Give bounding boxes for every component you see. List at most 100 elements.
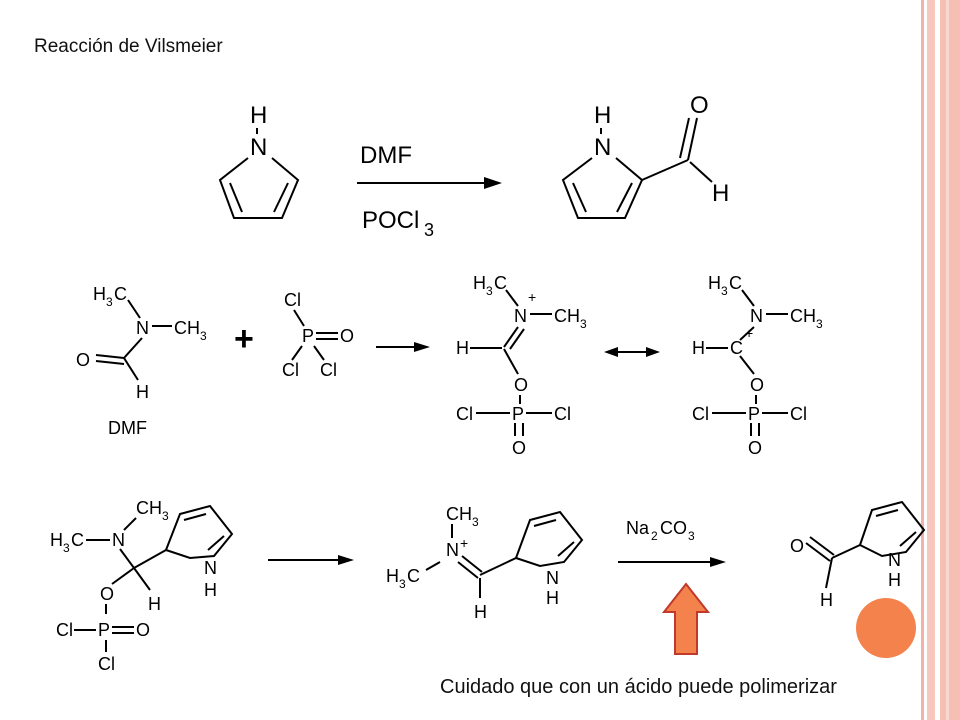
- svg-text:3: 3: [816, 317, 823, 331]
- svg-text:H: H: [803, 306, 816, 326]
- svg-text:3: 3: [106, 295, 113, 309]
- svg-text:O: O: [76, 350, 90, 370]
- side-decoration: [940, 0, 960, 720]
- svg-text:3: 3: [486, 284, 493, 298]
- svg-text:DMF: DMF: [108, 418, 147, 438]
- warning-note: Cuidado que con un ácido puede polimeriz…: [440, 676, 837, 698]
- pyrrole-molecule: H N: [218, 102, 300, 219]
- svg-text:Cl: Cl: [320, 360, 337, 380]
- side-decoration: [946, 0, 949, 720]
- svg-text:H: H: [93, 284, 106, 304]
- reaction-conditions: DMF POCl 3: [357, 142, 502, 240]
- svg-text:3: 3: [424, 220, 434, 240]
- svg-text:N: N: [136, 318, 149, 338]
- svg-text:O: O: [790, 536, 804, 556]
- workup-conditions: Na 2 CO 3: [618, 518, 726, 567]
- svg-text:H: H: [692, 338, 705, 358]
- svg-text:3: 3: [162, 509, 169, 523]
- dmf-molecule: H 3 C N C H 3 O H DMF: [76, 284, 207, 438]
- svg-text:Cl: Cl: [790, 404, 807, 424]
- svg-text:3: 3: [399, 577, 406, 591]
- svg-text:Cl: Cl: [692, 404, 709, 424]
- plus-sign: +: [234, 320, 254, 358]
- svg-text:H: H: [459, 504, 472, 524]
- svg-text:H: H: [204, 580, 217, 600]
- svg-text:O: O: [100, 584, 114, 604]
- svg-text:N: N: [750, 306, 763, 326]
- svg-text:H: H: [708, 273, 721, 293]
- svg-text:C: C: [729, 273, 742, 293]
- svg-text:N: N: [546, 568, 559, 588]
- orange-circle-icon: [856, 598, 916, 658]
- svg-text:C: C: [114, 284, 127, 304]
- reaction-arrow: [268, 555, 354, 565]
- svg-text:H: H: [474, 602, 487, 622]
- svg-text:C: C: [71, 530, 84, 550]
- svg-text:C: C: [446, 504, 459, 524]
- svg-text:POCl: POCl: [362, 207, 419, 234]
- svg-text:H: H: [712, 180, 729, 207]
- svg-text:H: H: [136, 382, 149, 402]
- svg-text:H: H: [250, 102, 267, 129]
- svg-text:C: C: [174, 318, 187, 338]
- svg-text:N: N: [594, 134, 611, 161]
- svg-text:C: C: [730, 338, 743, 358]
- svg-text:O: O: [512, 438, 526, 458]
- svg-text:O: O: [340, 326, 354, 346]
- iminium-intermediate-molecule: H 3 C + N C H 3 H O P Cl Cl O: [456, 273, 587, 458]
- side-decoration: [921, 0, 924, 720]
- svg-text:O: O: [136, 620, 150, 640]
- svg-text:P: P: [512, 404, 524, 424]
- svg-text:H: H: [148, 594, 161, 614]
- svg-text:3: 3: [63, 541, 70, 555]
- svg-text:CO: CO: [660, 518, 687, 538]
- svg-text:N: N: [446, 540, 459, 560]
- svg-text:2: 2: [651, 529, 658, 543]
- resonance-arrow: [604, 347, 660, 357]
- svg-text:Cl: Cl: [456, 404, 473, 424]
- svg-text:N: N: [888, 550, 901, 570]
- svg-text:H: H: [50, 530, 63, 550]
- svg-text:H: H: [567, 306, 580, 326]
- svg-text:H: H: [594, 102, 611, 129]
- pocl3-molecule: Cl P O Cl Cl: [282, 290, 354, 380]
- svg-text:N: N: [204, 558, 217, 578]
- svg-text:3: 3: [721, 284, 728, 298]
- svg-text:H: H: [820, 590, 833, 610]
- svg-text:+: +: [745, 325, 753, 341]
- svg-text:3: 3: [688, 529, 695, 543]
- svg-text:+: +: [460, 535, 468, 551]
- svg-text:N: N: [250, 134, 267, 161]
- svg-text:C: C: [494, 273, 507, 293]
- svg-text:+: +: [528, 289, 536, 305]
- svg-text:DMF: DMF: [360, 142, 412, 169]
- carbocation-resonance-molecule: H 3 C N C H 3 + C H O P Cl Cl O: [692, 273, 823, 458]
- svg-text:O: O: [690, 92, 709, 119]
- slide-title: Reacción de Vilsmeier: [34, 36, 223, 57]
- svg-text:C: C: [136, 498, 149, 518]
- svg-text:C: C: [554, 306, 567, 326]
- svg-text:H: H: [546, 588, 559, 608]
- svg-text:H: H: [149, 498, 162, 518]
- svg-text:H: H: [187, 318, 200, 338]
- svg-text:N: N: [514, 306, 527, 326]
- up-arrow-icon: [661, 582, 711, 655]
- svg-text:3: 3: [200, 329, 207, 343]
- svg-text:N: N: [112, 530, 125, 550]
- iminium-pyrrole-molecule: C H 3 + N H 3 C N H H: [386, 504, 584, 622]
- side-decoration: [927, 0, 935, 720]
- svg-text:Cl: Cl: [554, 404, 571, 424]
- svg-text:P: P: [748, 404, 760, 424]
- svg-text:C: C: [407, 566, 420, 586]
- svg-text:H: H: [473, 273, 486, 293]
- svg-text:P: P: [98, 620, 110, 640]
- pyrrole-adduct-molecule: C H 3 H 3 C N N H H O P Cl O: [50, 498, 234, 674]
- svg-text:Cl: Cl: [282, 360, 299, 380]
- pyrrole-2-carbaldehyde-product-molecule: O H N H: [790, 500, 926, 610]
- svg-text:O: O: [748, 438, 762, 458]
- svg-text:Cl: Cl: [98, 654, 115, 674]
- svg-text:Cl: Cl: [56, 620, 73, 640]
- svg-text:H: H: [888, 570, 901, 590]
- svg-text:H: H: [386, 566, 399, 586]
